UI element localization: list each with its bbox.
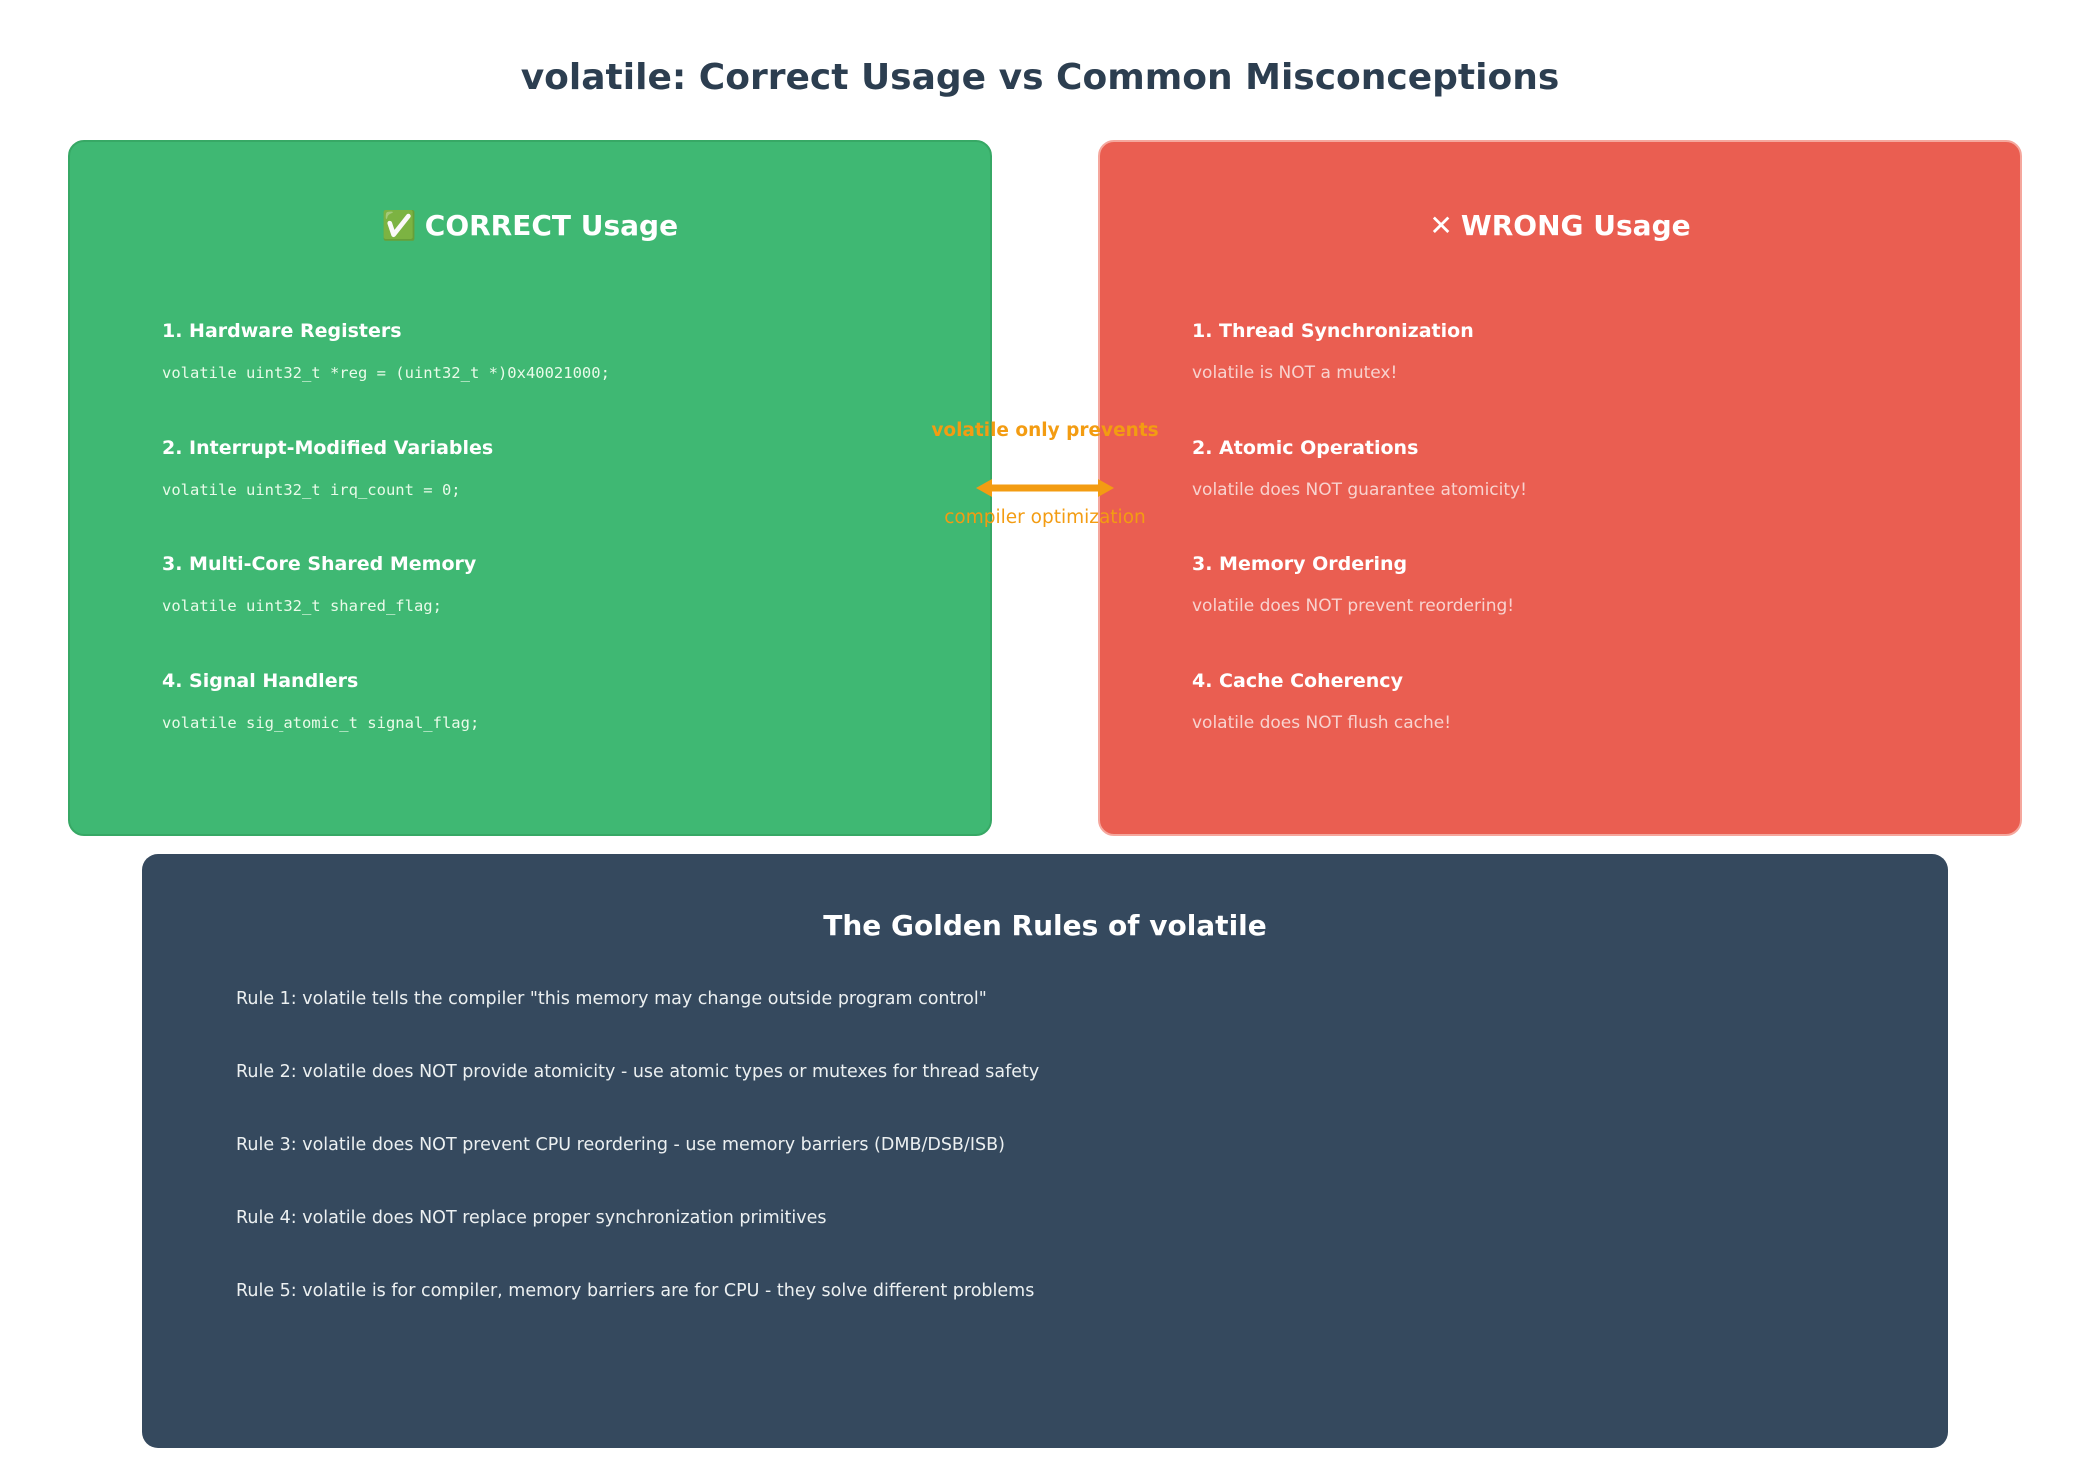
wrong-usage-heading: ✕WRONG Usage xyxy=(1100,206,2020,246)
double-arrow-icon xyxy=(976,479,1114,497)
correct-item-shared-memory: 3. Multi-Core Shared Memory volatile uin… xyxy=(162,550,962,618)
rule-item: Rule 5: volatile is for compiler, memory… xyxy=(236,1281,1035,1301)
wrong-item-note: volatile is NOT a mutex! xyxy=(1192,363,1398,383)
correct-usage-heading-text: CORRECT Usage xyxy=(424,209,679,242)
correct-item-code: volatile uint32_t *reg = (uint32_t *)0x4… xyxy=(162,364,610,382)
wrong-item-note: volatile does NOT prevent reordering! xyxy=(1192,596,1515,616)
wrong-item-note: volatile does NOT flush cache! xyxy=(1192,713,1452,733)
wrong-item-thread-sync: 1. Thread Synchronization volatile is NO… xyxy=(1192,317,1992,385)
correct-item-code: volatile uint32_t irq_count = 0; xyxy=(162,481,461,499)
arrow-head-right xyxy=(1098,479,1114,497)
correct-item-hardware-registers: 1. Hardware Registers volatile uint32_t … xyxy=(162,317,962,385)
wrong-usage-heading-text: WRONG Usage xyxy=(1460,209,1691,242)
wrong-item-note: volatile does NOT guarantee atomicity! xyxy=(1192,480,1527,500)
rule-item: Rule 3: volatile does NOT prevent CPU re… xyxy=(236,1135,1005,1155)
rule-item: Rule 1: volatile tells the compiler "thi… xyxy=(236,989,987,1009)
correct-usage-panel: ✅CORRECT Usage 1. Hardware Registers vol… xyxy=(68,140,992,836)
wrong-item-title: 2. Atomic Operations xyxy=(1192,437,1419,459)
connector-label-top: volatile only prevents xyxy=(931,420,1159,441)
correct-item-signal-handlers: 4. Signal Handlers volatile sig_atomic_t… xyxy=(162,667,962,735)
diagram-title: volatile: Correct Usage vs Common Miscon… xyxy=(520,57,1560,98)
correct-item-interrupt-variables: 2. Interrupt-Modified Variables volatile… xyxy=(162,434,962,502)
wrong-item-title: 1. Thread Synchronization xyxy=(1192,320,1474,342)
rule-item: Rule 2: volatile does NOT provide atomic… xyxy=(236,1062,1040,1082)
golden-rules-panel: The Golden Rules of volatile Rule 1: vol… xyxy=(142,854,1948,1448)
connector-label-bottom: compiler optimization xyxy=(944,507,1146,528)
correct-item-title: 2. Interrupt-Modified Variables xyxy=(162,437,494,459)
wrong-item-title: 3. Memory Ordering xyxy=(1192,553,1408,575)
arrow-head-left xyxy=(976,479,992,497)
wrong-item-atomic-ops: 2. Atomic Operations volatile does NOT g… xyxy=(1192,434,1992,502)
wrong-item-cache-coherency: 4. Cache Coherency volatile does NOT flu… xyxy=(1192,667,1992,735)
wrong-usage-panel: ✕WRONG Usage 1. Thread Synchronization v… xyxy=(1098,140,2022,836)
correct-item-code: volatile uint32_t shared_flag; xyxy=(162,597,442,615)
correct-item-title: 4. Signal Handlers xyxy=(162,670,359,692)
correct-item-code: volatile sig_atomic_t signal_flag; xyxy=(162,714,480,732)
wrong-item-memory-ordering: 3. Memory Ordering volatile does NOT pre… xyxy=(1192,550,1992,618)
check-mark-icon: ✅ xyxy=(381,209,417,242)
correct-usage-heading: ✅CORRECT Usage xyxy=(70,206,990,246)
golden-rules-heading: The Golden Rules of volatile xyxy=(823,909,1267,942)
wrong-item-title: 4. Cache Coherency xyxy=(1192,670,1403,692)
correct-item-title: 1. Hardware Registers xyxy=(162,320,402,342)
rule-item: Rule 4: volatile does NOT replace proper… xyxy=(236,1208,827,1228)
correct-item-title: 3. Multi-Core Shared Memory xyxy=(162,553,477,575)
cross-mark-icon: ✕ xyxy=(1429,209,1453,242)
